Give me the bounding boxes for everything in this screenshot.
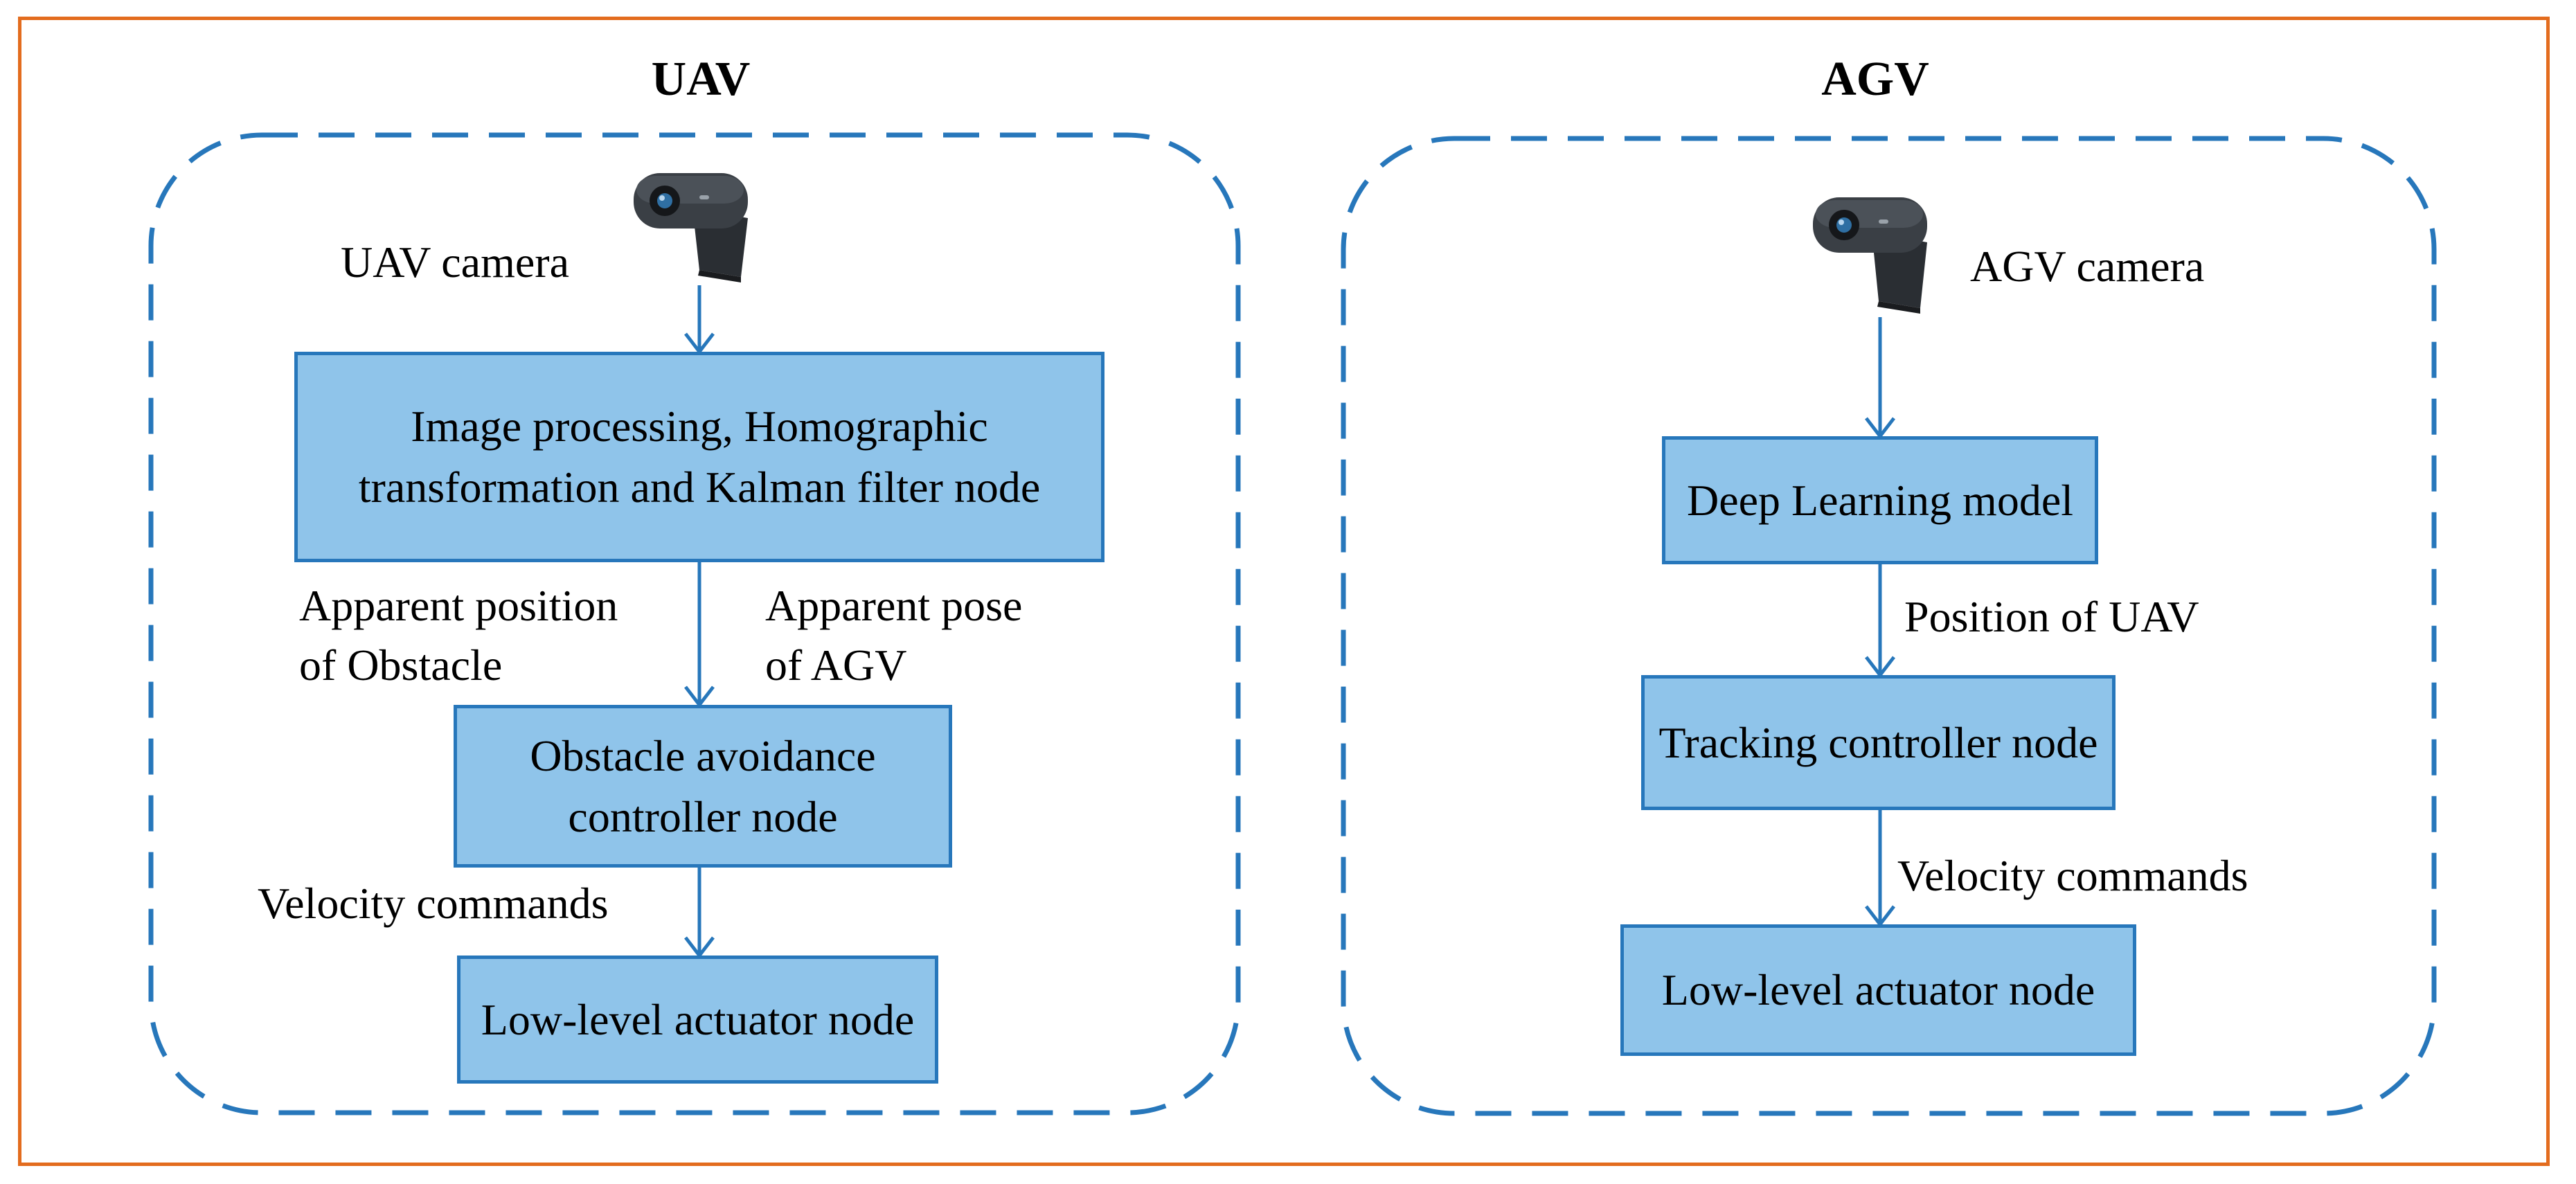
uav-title: UAV: [651, 53, 751, 106]
webcam-icon: [1813, 197, 1927, 314]
uav-velocity-label: Velocity commands: [258, 879, 609, 928]
agv-actuator-node-box: Low-level actuator node: [1620, 924, 2136, 1056]
uav-dashed-container: [148, 132, 1241, 1115]
agv-velocity-label: Velocity commands: [1897, 851, 2248, 900]
obstacle-avoidance-node-box: Obstacle avoidance controller node: [454, 705, 952, 868]
agv-camera-label: AGV camera: [1970, 242, 2205, 291]
apparent-position-label: Apparent position of Obstacle: [299, 581, 618, 690]
image-processing-node-box: Image processing, Homographic transforma…: [294, 352, 1104, 562]
deep-learning-model-box: Deep Learning model: [1662, 436, 2098, 564]
outer-frame: [18, 17, 2550, 1166]
agv-title: AGV: [1821, 53, 1929, 106]
agv-dashed-container: [1341, 136, 2437, 1116]
uav-camera-label: UAV camera: [341, 237, 569, 287]
uav-actuator-node-box: Low-level actuator node: [457, 956, 938, 1084]
position-of-uav-label: Position of UAV: [1904, 592, 2199, 641]
apparent-pose-label: Apparent pose of AGV: [765, 581, 1023, 690]
tracking-controller-node-box: Tracking controller node: [1641, 675, 2116, 810]
webcam-icon: [634, 173, 748, 282]
